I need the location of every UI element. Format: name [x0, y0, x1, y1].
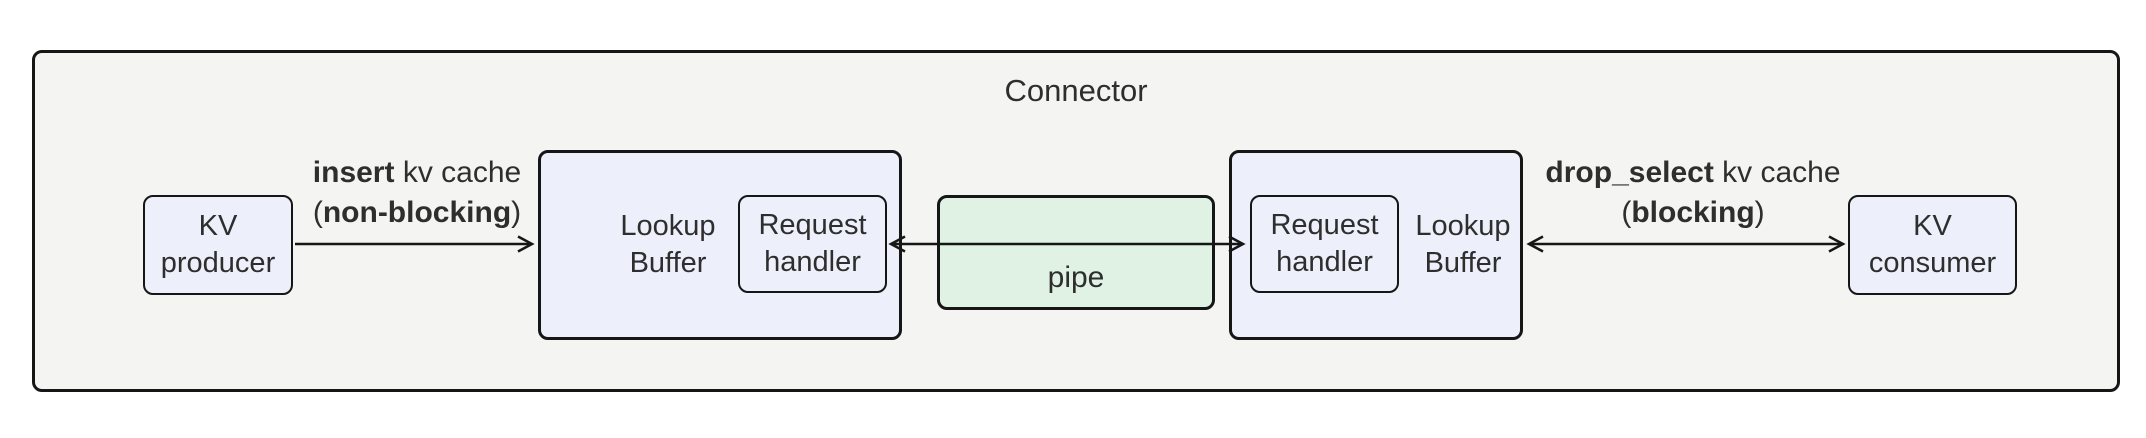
insert-paren-close: ) [511, 196, 522, 229]
pipe-label: pipe [1047, 261, 1105, 294]
request-handler-left-node: Request handler [738, 195, 887, 293]
insert-edge-label-line1: insert kv cache [267, 153, 567, 193]
non-blocking-keyword: non-blocking [322, 196, 512, 229]
lookup-buffer-right-line2: Buffer [1424, 247, 1502, 279]
lookup-buffer-left-label: Lookup Buffer [568, 153, 768, 337]
blocking-keyword: blocking [1631, 196, 1755, 229]
insert-edge-label: insert kv cache (non-blocking) [267, 153, 567, 233]
kv-consumer-label-line1: KV [1913, 210, 1952, 242]
drop-select-rest-text: kv cache [1713, 156, 1841, 189]
request-handler-left-line2: handler [764, 246, 861, 278]
connector-title: Connector [1004, 73, 1148, 108]
pipe-node: pipe [937, 195, 1215, 310]
drop-select-edge-label-line2: (blocking) [1528, 193, 1858, 233]
kv-producer-node: KV producer [143, 195, 293, 295]
lookup-buffer-left-node: Lookup Buffer Request handler [538, 150, 902, 340]
lookup-buffer-right-line1: Lookup [1415, 210, 1511, 242]
insert-paren-open: ( [312, 196, 323, 229]
drop-select-paren-open: ( [1621, 196, 1632, 229]
kv-consumer-node: KV consumer [1848, 195, 2017, 295]
lookup-buffer-right-node: Request handler Lookup Buffer [1229, 150, 1523, 340]
drop-select-edge-label-line1: drop_select kv cache [1528, 153, 1858, 193]
request-handler-right-line2: handler [1276, 246, 1373, 278]
insert-edge-label-line2: (non-blocking) [267, 193, 567, 233]
lookup-buffer-left-line1: Lookup [620, 210, 716, 242]
insert-rest-text: kv cache [394, 156, 522, 189]
request-handler-right-node: Request handler [1250, 195, 1399, 293]
kv-consumer-label-line2: consumer [1868, 247, 1997, 279]
lookup-buffer-right-label: Lookup Buffer [1400, 153, 1526, 337]
kv-producer-label-line2: producer [160, 247, 276, 279]
drop-select-edge-label: drop_select kv cache (blocking) [1528, 153, 1858, 233]
insert-keyword: insert [312, 156, 395, 189]
drop-select-paren-close: ) [1754, 196, 1765, 229]
lookup-buffer-left-line2: Buffer [629, 247, 707, 279]
request-handler-left-line1: Request [758, 209, 867, 241]
request-handler-right-line1: Request [1270, 209, 1379, 241]
drop-select-keyword: drop_select [1545, 156, 1714, 189]
kv-producer-label-line1: KV [198, 210, 238, 242]
